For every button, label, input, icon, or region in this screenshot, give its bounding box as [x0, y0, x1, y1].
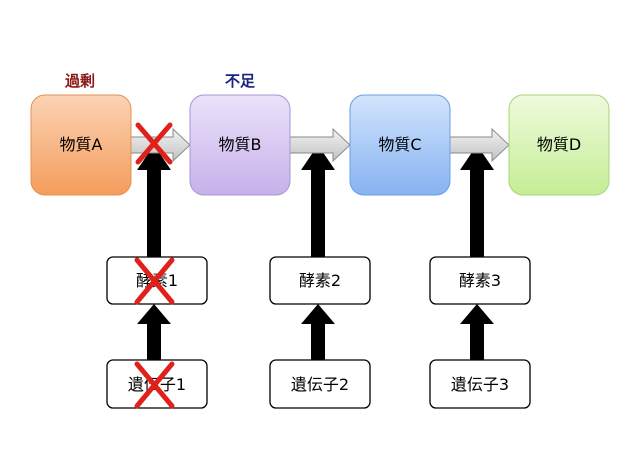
gene-arrow-2: [301, 304, 335, 360]
cross-mark-icon-enzyme: [134, 257, 175, 305]
cross-mark-icon-reaction: [135, 122, 173, 165]
substance-b-box: 物質B: [189, 94, 291, 196]
gene-3-label: 遺伝子3: [451, 375, 509, 394]
substance-a-box: 物質A: [30, 94, 132, 196]
gene-3-box: 遺伝子3: [429, 359, 531, 409]
substance-c-box: 物質C: [349, 94, 451, 196]
shortage-label: 不足: [225, 72, 256, 90]
enzyme-arrow-2: [301, 145, 335, 257]
substance-b-label: 物質B: [219, 135, 262, 154]
enzyme-arrow-1: [137, 145, 171, 257]
gene-2-box: 遺伝子2: [269, 359, 371, 409]
substance-d-label: 物質D: [537, 135, 581, 154]
gene-2-label: 遺伝子2: [291, 375, 349, 394]
enzyme-arrow-3: [460, 145, 494, 257]
substance-c-label: 物質C: [378, 135, 421, 154]
substance-a-label: 物質A: [60, 135, 103, 154]
enzyme-3-label: 酵素3: [459, 271, 501, 290]
enzyme-2-box: 酵素2: [269, 256, 371, 305]
substance-d-box: 物質D: [508, 94, 610, 196]
gene-arrow-1: [137, 304, 171, 360]
enzyme-2-label: 酵素2: [299, 271, 341, 290]
cross-mark-icon-gene: [134, 361, 175, 409]
gene-arrow-3: [460, 304, 494, 360]
reaction-arrow-b-c: [289, 127, 351, 163]
excess-label: 過剰: [64, 72, 95, 90]
enzyme-3-box: 酵素3: [429, 256, 531, 305]
reaction-arrow-c-d: [448, 127, 510, 163]
